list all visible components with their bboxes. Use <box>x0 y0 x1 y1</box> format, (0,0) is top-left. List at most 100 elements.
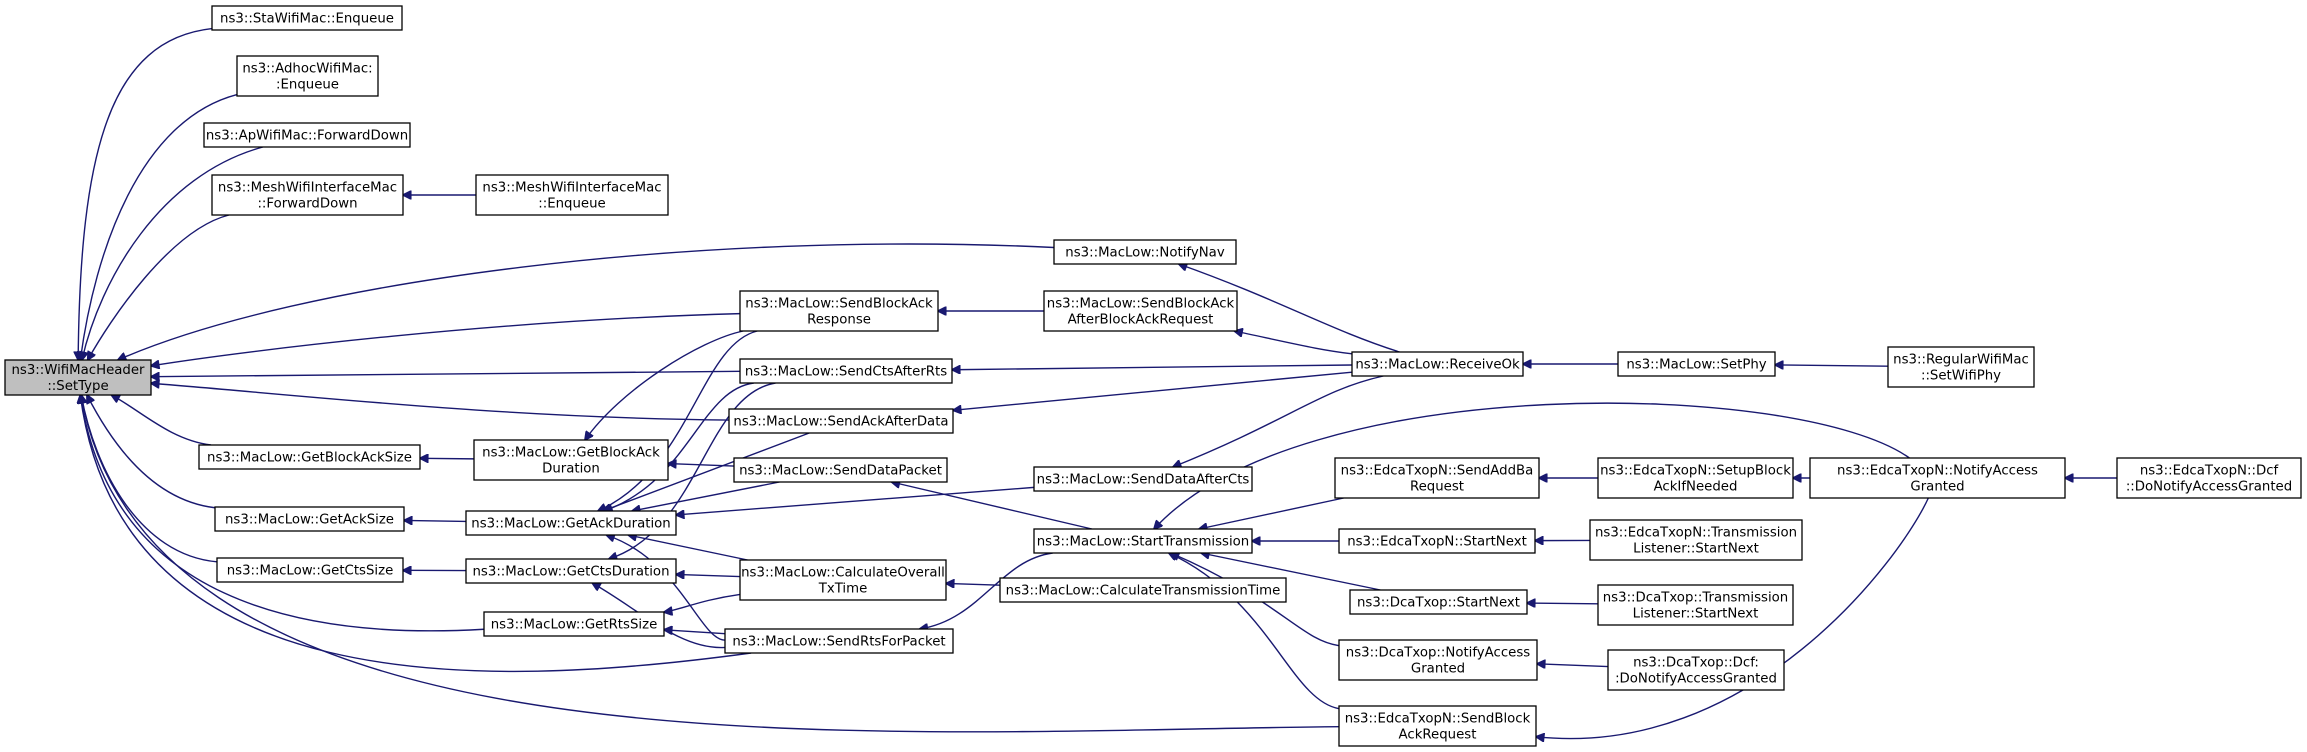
node-box <box>465 558 677 584</box>
graph-node-send-ba-after[interactable]: ns3::MacLow::SendBlockAckAfterBlockAckRe… <box>1043 290 1238 332</box>
node-box <box>739 358 953 384</box>
node-label-line: ns3::DcaTxop::Transmission <box>1603 591 1789 606</box>
call-edge <box>632 481 780 511</box>
call-edge <box>82 146 264 360</box>
node-label-line: ns3::MeshWifiInterfaceMac <box>218 181 397 196</box>
graph-node-edca-dcf-notify[interactable]: ns3::EdcaTxopN::Dcf::DoNotifyAccessGrant… <box>2116 457 2302 499</box>
graph-node-send-data-packet[interactable]: ns3::MacLow::SendDataPacket <box>733 457 948 483</box>
call-edge <box>1201 553 1381 591</box>
node-label-line: ns3::MacLow::SendRtsForPacket <box>732 635 945 650</box>
graph-node-send-rts[interactable]: ns3::MacLow::SendRtsForPacket <box>724 628 954 654</box>
graph-node-dca-start-next[interactable]: ns3::DcaTxop::StartNext <box>1349 589 1528 615</box>
node-label-line: ns3::MacLow::GetAckSize <box>225 513 394 528</box>
graph-node-get-cts-size[interactable]: ns3::MacLow::GetCtsSize <box>216 557 404 583</box>
node-label-line: ::SetType <box>47 379 108 394</box>
node-box <box>733 457 948 483</box>
node-label-line: ns3::AdhocWifiMac: <box>242 62 372 77</box>
node-box <box>236 55 379 97</box>
node-box <box>1349 589 1528 615</box>
node-box <box>1033 528 1253 554</box>
node-box <box>724 628 954 654</box>
call-edge <box>404 520 467 521</box>
graph-node-dca-notify-access[interactable]: ns3::DcaTxop::NotifyAccessGranted <box>1338 639 1538 681</box>
node-box <box>1607 649 1785 691</box>
graph-node-send-data-after-cts[interactable]: ns3::MacLow::SendDataAfterCts <box>1033 466 1253 492</box>
node-box <box>216 557 404 583</box>
node-box <box>1809 457 2066 499</box>
graph-node-edca-notify-access[interactable]: ns3::EdcaTxopN::NotifyAccessGranted <box>1809 457 2066 499</box>
call-edge <box>88 214 230 360</box>
call-edge <box>118 243 1055 360</box>
graph-node-dca-tl-start-next[interactable]: ns3::DcaTxop::TransmissionListener::Star… <box>1597 584 1794 626</box>
node-box <box>483 611 665 637</box>
node-label-line: Response <box>807 313 871 328</box>
graph-node-sta-enq[interactable]: ns3::StaWifiMac::Enqueue <box>211 5 403 31</box>
node-label-line: ns3::MacLow::SetPhy <box>1626 358 1766 373</box>
node-label-line: ns3::EdcaTxopN::SendAddBa <box>1341 464 1534 479</box>
call-edge <box>81 395 485 632</box>
graph-node-mesh-fwd[interactable]: ns3::MeshWifiInterfaceMac::ForwardDown <box>211 174 404 216</box>
graph-node-get-rts-size[interactable]: ns3::MacLow::GetRtsSize <box>483 611 665 637</box>
graph-node-send-ack-after-data[interactable]: ns3::MacLow::SendAckAfterData <box>728 408 954 434</box>
node-label-line: ::Enqueue <box>538 197 605 212</box>
call-edge <box>953 371 1353 410</box>
call-edge <box>676 574 741 576</box>
call-edge <box>628 535 748 561</box>
call-edge <box>1199 497 1344 529</box>
call-edge <box>946 583 1001 585</box>
node-label-line: Granted <box>1910 480 1964 495</box>
node-box <box>198 444 421 470</box>
graph-node-mesh-enq[interactable]: ns3::MeshWifiInterfaceMac::Enqueue <box>475 174 669 216</box>
graph-node-get-ack-dur[interactable]: ns3::MacLow::GetAckDuration <box>465 510 677 536</box>
node-box <box>1043 290 1238 332</box>
node-label-line: :Enqueue <box>276 78 339 93</box>
graph-node-send-cts-after-rts[interactable]: ns3::MacLow::SendCtsAfterRts <box>739 358 953 384</box>
graph-node-edca-tl-start-next[interactable]: ns3::EdcaTxopN::TransmissionListener::St… <box>1589 519 1803 561</box>
node-label-line: ns3::MacLow::NotifyNav <box>1065 246 1225 261</box>
node-label-line: Granted <box>1411 662 1465 677</box>
call-edge <box>151 312 741 366</box>
edge-layer <box>78 27 2117 739</box>
node-box <box>1351 351 1524 377</box>
graph-node-edca-start-next[interactable]: ns3::EdcaTxopN::StartNext <box>1338 528 1536 554</box>
graph-node-regular-setphy[interactable]: ns3::RegularWifiMac::SetWifiPhy <box>1887 346 2035 388</box>
node-box <box>1617 351 1776 377</box>
node-label-line: ns3::DcaTxop::Dcf: <box>1633 656 1759 671</box>
graph-node-start-tx[interactable]: ns3::MacLow::StartTransmission <box>1033 528 1253 554</box>
node-label-line: ns3::DcaTxop::StartNext <box>1357 596 1520 611</box>
call-edge <box>609 382 776 559</box>
graph-node-dca-dcf-notify[interactable]: ns3::DcaTxop::Dcf::DoNotifyAccessGranted <box>1607 649 1785 691</box>
node-label-line: ns3::MacLow::SendBlockAck <box>745 297 933 312</box>
graph-node-adhoc-enq[interactable]: ns3::AdhocWifiMac::Enqueue <box>236 55 379 97</box>
node-label-line: ns3::MacLow::CalculateOverall <box>741 566 945 581</box>
call-edge <box>1179 264 1400 353</box>
graph-node-set-phy[interactable]: ns3::MacLow::SetPhy <box>1617 351 1776 377</box>
graph-node-get-ack-size[interactable]: ns3::MacLow::GetAckSize <box>214 506 405 532</box>
node-box <box>211 5 403 31</box>
call-edge <box>892 482 1093 530</box>
graph-node-calc-tx-time[interactable]: ns3::MacLow::CalculateTransmissionTime <box>999 577 1287 603</box>
node-box <box>473 439 669 481</box>
node-label-line: AckIfNeeded <box>1654 480 1738 495</box>
node-label-line: ns3::MacLow::GetBlockAckSize <box>207 451 412 466</box>
graph-node-get-cts-dur[interactable]: ns3::MacLow::GetCtsDuration <box>465 558 677 584</box>
graph-node-get-ba-size[interactable]: ns3::MacLow::GetBlockAckSize <box>198 444 421 470</box>
node-box <box>728 408 954 434</box>
call-edge <box>78 27 213 360</box>
node-label-line: ::DoNotifyAccessGranted <box>2126 480 2292 495</box>
graph-node-receive-ok[interactable]: ns3::MacLow::ReceiveOk <box>1351 351 1524 377</box>
call-edge <box>80 93 238 360</box>
call-edge <box>1169 553 1340 710</box>
node-label-line: ns3::MacLow::SendDataPacket <box>739 464 942 479</box>
graph-node-notify-nav[interactable]: ns3::MacLow::NotifyNav <box>1053 239 1237 265</box>
graph-node-ap-fwd[interactable]: ns3::ApWifiMac::ForwardDown <box>203 122 411 148</box>
node-label-line: ns3::WifiMacHeader <box>11 363 145 378</box>
graph-node-root[interactable]: ns3::WifiMacHeader::SetType <box>4 359 152 396</box>
call-edge <box>87 395 216 509</box>
